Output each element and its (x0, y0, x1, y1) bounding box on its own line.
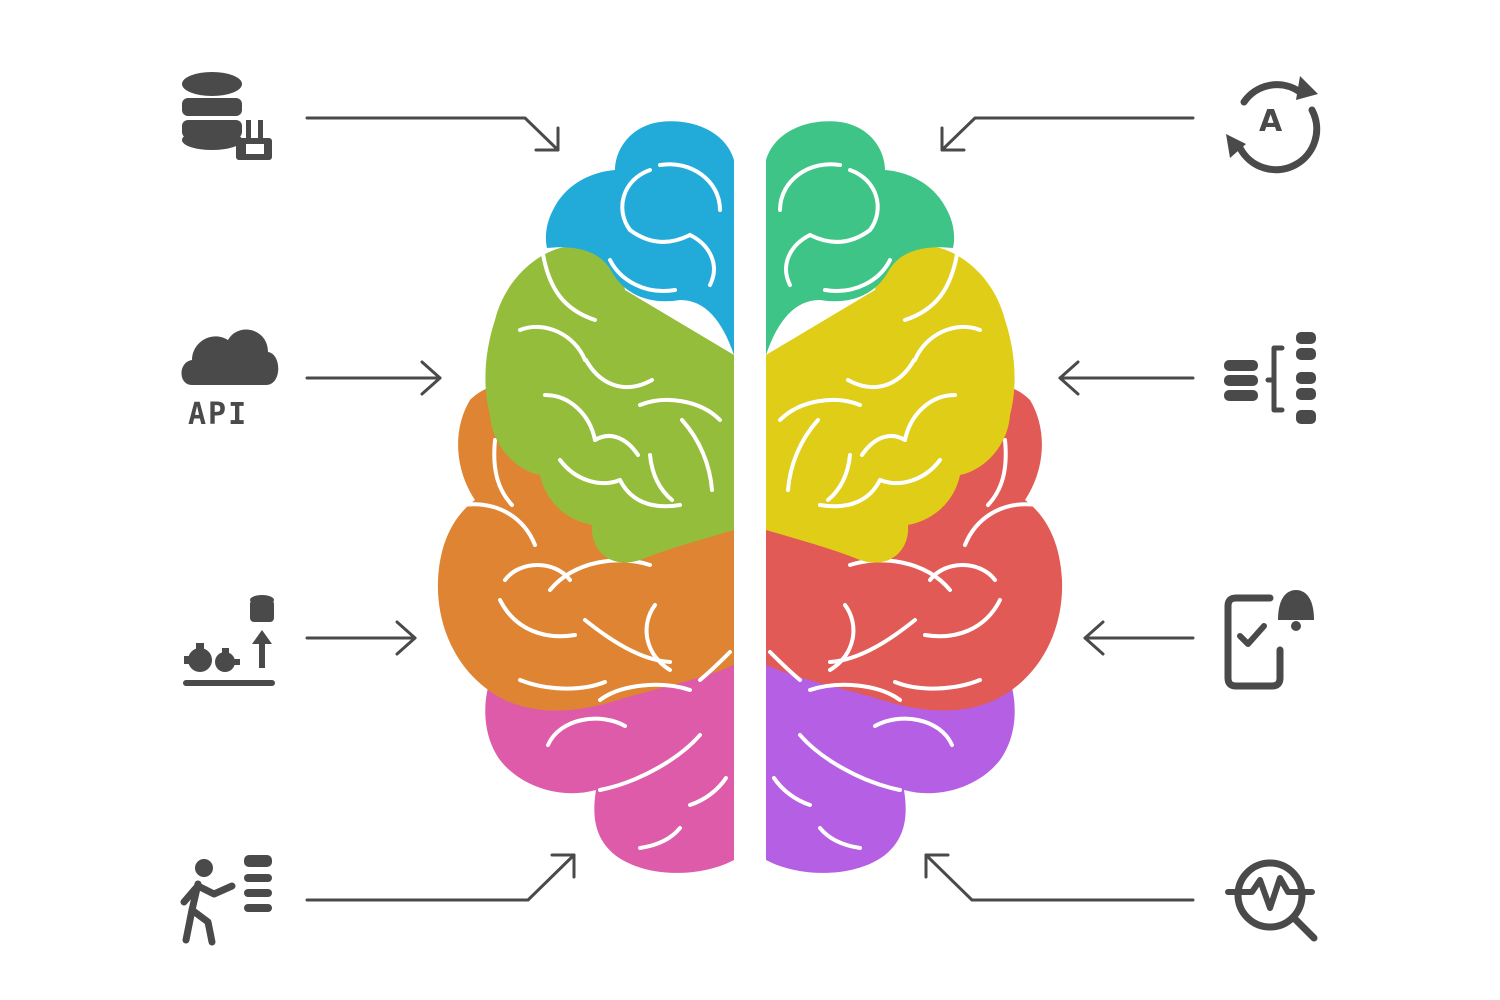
arrow-left-3 (305, 620, 417, 656)
right-lobe-yellow (766, 246, 1015, 563)
monitoring-search-icon (1225, 859, 1318, 942)
arrow-right-3 (1083, 620, 1195, 656)
person-running-database-icon (180, 855, 272, 946)
left-lobe-olive (485, 246, 734, 563)
left-hemisphere (437, 121, 734, 873)
api-label: API (188, 397, 248, 432)
right-hemisphere (766, 121, 1063, 873)
database-plug-icon (182, 72, 272, 160)
arrow-left-1 (305, 116, 560, 152)
arrow-right-1 (940, 116, 1195, 152)
arrow-left-4 (305, 853, 576, 902)
left-lobe-blue (545, 121, 734, 355)
gears-database-upload-icon (183, 595, 275, 686)
right-lobe-green (766, 121, 955, 355)
arrows (305, 116, 1195, 902)
arrow-right-2 (1058, 360, 1195, 396)
arrow-right-4 (924, 853, 1195, 902)
database-cluster-icon (1224, 332, 1316, 424)
automation-cycle-icon: A (1226, 76, 1321, 174)
cloud-api-icon: API (181, 329, 279, 432)
arrow-left-2 (305, 360, 442, 396)
mobile-alert-icon (1224, 590, 1314, 690)
automation-label: A (1259, 104, 1283, 139)
